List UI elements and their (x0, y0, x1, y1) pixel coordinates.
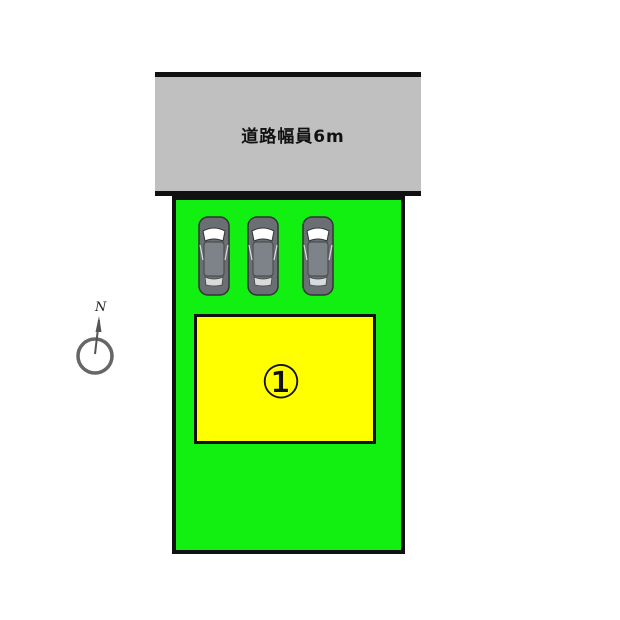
car-icon (196, 215, 232, 297)
road-width-label: 道路幅員6m (241, 126, 345, 147)
car-icon (245, 215, 281, 297)
car-icon (300, 215, 336, 297)
building-lot-1: ① (194, 314, 376, 444)
road: 道路幅員6m (155, 72, 421, 196)
north-compass-icon: N (68, 298, 128, 378)
north-letter: N (95, 300, 107, 315)
lot-number-label: ① (260, 355, 302, 409)
